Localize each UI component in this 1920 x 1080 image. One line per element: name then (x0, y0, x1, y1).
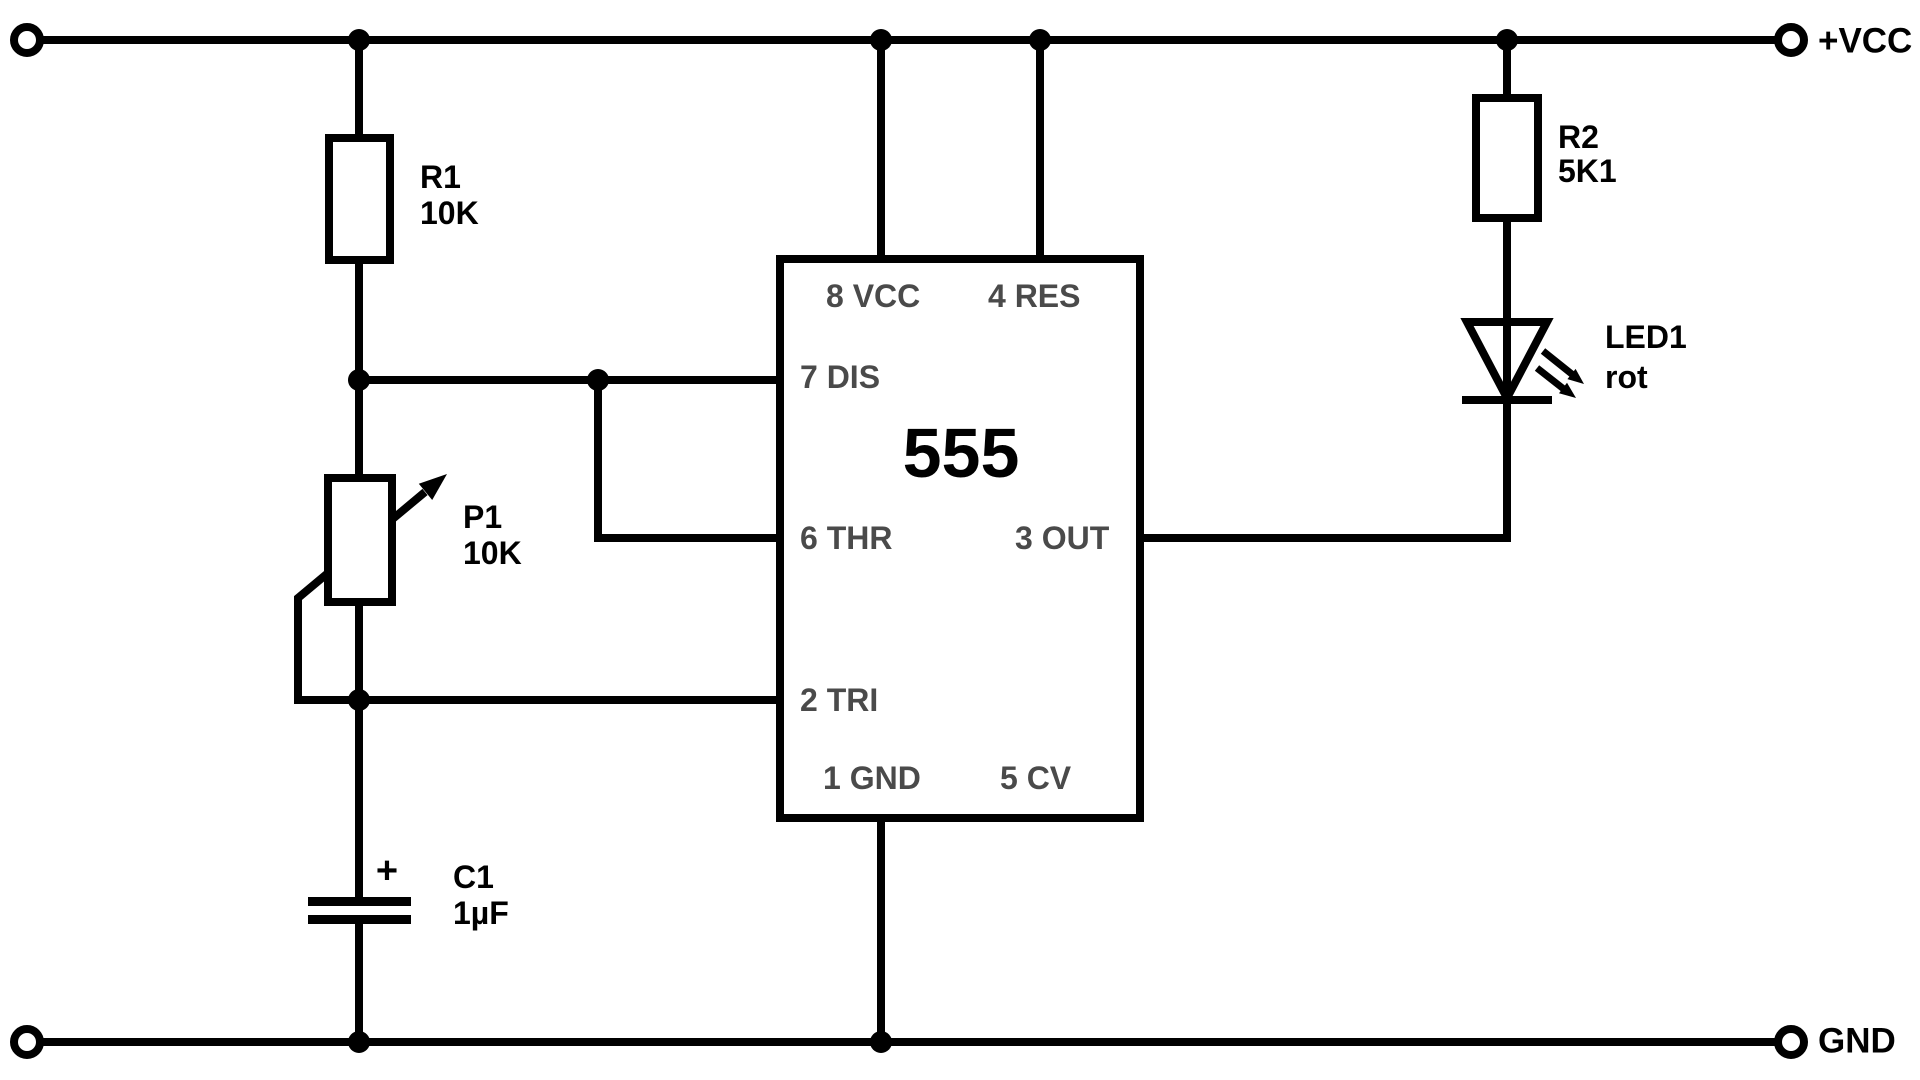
ic-name-label: 555 (903, 414, 1020, 492)
capacitor-c1: + C1 1µF (308, 850, 509, 931)
gnd-left-terminal-icon (10, 1025, 44, 1059)
wiper-arrowhead-icon (418, 474, 447, 500)
pin8-label: 8 VCC (826, 278, 920, 314)
pin4-label: 4 RES (988, 278, 1080, 314)
p1-body (324, 474, 396, 606)
p1-designator-label: P1 (463, 499, 502, 535)
junction-dot (870, 29, 892, 51)
gnd-terminal-label: GND (1818, 1022, 1896, 1061)
junction-dot (348, 29, 370, 51)
pin1-label: 1 GND (823, 760, 921, 796)
c1-polarity-mark: + (376, 850, 398, 892)
thr-wire (594, 380, 780, 542)
junction-dot (1496, 29, 1518, 51)
led-emission-arrow-1 (1540, 348, 1576, 378)
vcc-terminal-label: +VCC (1818, 22, 1912, 61)
pin2-label: 2 TRI (800, 682, 878, 718)
c1-value-label: 1µF (453, 895, 509, 931)
pin6-label: 6 THR (800, 520, 892, 556)
r2-value-label: 5K1 (1558, 153, 1617, 189)
junction-dot (870, 1031, 892, 1053)
junction-dot (587, 369, 609, 391)
led1-designator-label: LED1 (1605, 319, 1687, 355)
junction-dot (348, 369, 370, 391)
resistor-r2: R2 5K1 (1472, 94, 1617, 222)
junction-dot (348, 689, 370, 711)
r2-body (1472, 94, 1542, 222)
junction-dot (348, 1031, 370, 1053)
led-emission-arrow-2 (1534, 365, 1568, 393)
led1-value-label: rot (1605, 359, 1648, 395)
pin7-label: 7 DIS (800, 359, 880, 395)
r1-body (325, 134, 394, 264)
pin5-label: 5 CV (1000, 760, 1072, 796)
junction-dot (1029, 29, 1051, 51)
gnd-right-terminal-icon (1774, 1025, 1808, 1059)
ic-555: 8 VCC 4 RES 7 DIS 6 THR 3 OUT 2 TRI 1 GN… (776, 40, 1144, 1042)
potentiometer-p1: P1 10K (324, 474, 522, 606)
out-wire (1140, 400, 1511, 542)
r1-designator-label: R1 (420, 159, 461, 195)
resistor-r1: R1 10K (325, 134, 479, 264)
led-emission-arrowhead-2 (1559, 382, 1576, 398)
c1-top-plate (308, 897, 411, 906)
vcc-left-terminal-icon (10, 23, 44, 57)
r1-value-label: 10K (420, 195, 479, 231)
ic-body (776, 255, 1144, 822)
r2-designator-label: R2 (1558, 119, 1599, 155)
led-emission-arrowhead-1 (1567, 368, 1584, 384)
vcc-right-terminal-icon (1774, 23, 1808, 57)
c1-designator-label: C1 (453, 859, 494, 895)
led-led1: LED1 rot (1460, 218, 1687, 407)
p1-value-label: 10K (463, 535, 522, 571)
pin3-label: 3 OUT (1015, 520, 1110, 556)
c1-bottom-plate (308, 915, 411, 924)
